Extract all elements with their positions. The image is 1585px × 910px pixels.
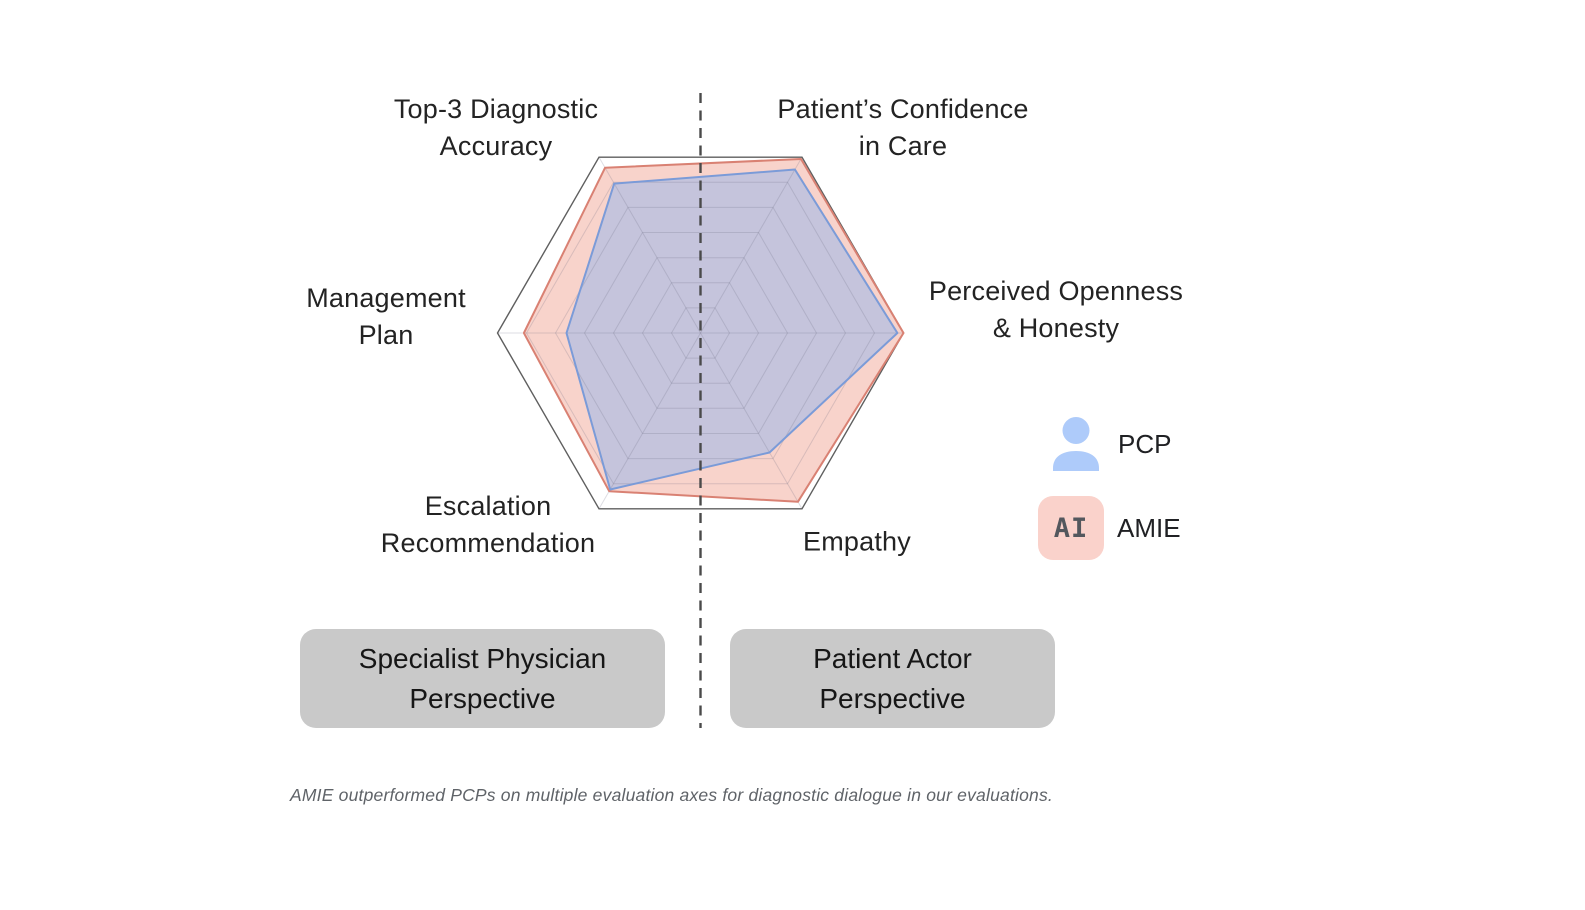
axis-label-line: Recommendation	[380, 528, 596, 558]
axis-label-perceived-openness: Perceived Openness & Honesty	[929, 273, 1183, 347]
axis-spoke	[598, 156, 701, 334]
axis-label-top3-diagnostic-accuracy: Top-3 Diagnostic Accuracy	[394, 91, 598, 165]
radar-outline	[496, 156, 905, 510]
axis-label-line: Plan	[358, 320, 414, 350]
grid-ring	[525, 181, 876, 485]
legend-item-amie: AI AMIE	[1038, 496, 1181, 560]
axis-label-management-plan: Management Plan	[306, 280, 466, 354]
perspective-box-line: Perspective	[819, 682, 966, 714]
axis-spoke	[598, 332, 701, 510]
axis-label-line: Patient’s Confidence	[777, 94, 1029, 124]
patient-actor-perspective-box: Patient Actor Perspective	[730, 629, 1055, 728]
axis-label-escalation-recommendation: Escalation Recommendation	[381, 488, 595, 562]
axis-label-line: Accuracy	[439, 131, 553, 161]
legend-item-pcp: PCP	[1052, 417, 1171, 471]
ai-badge-text: AI	[1053, 512, 1089, 544]
grid-ring	[583, 232, 818, 434]
series-amie-outline	[522, 158, 905, 503]
axis-label-line: Top-3 Diagnostic	[393, 94, 599, 124]
axis-label-patients-confidence: Patient’s Confidence in Care	[777, 91, 1028, 165]
legend-label-pcp: PCP	[1118, 428, 1172, 459]
axis-spoke	[700, 332, 803, 510]
perspective-box-line: Perspective	[409, 682, 556, 714]
series-pcp-outline	[565, 168, 899, 491]
axis-label-line: & Honesty	[992, 313, 1120, 343]
axis-label-line: Empathy	[803, 526, 911, 557]
perspective-box-line: Specialist Physician	[358, 642, 607, 674]
specialist-physician-perspective-box: Specialist Physician Perspective	[300, 629, 665, 728]
grid-ring	[641, 282, 760, 384]
axis-label-empathy: Empathy	[803, 524, 911, 561]
person-icon	[1053, 417, 1099, 471]
grid-ring	[554, 206, 847, 460]
axis-label-line: Perceived Openness	[928, 276, 1184, 306]
axis-spoke	[700, 156, 803, 334]
grid-ring	[612, 257, 789, 409]
legend-label-amie: AMIE	[1117, 512, 1181, 543]
axis-label-line: Escalation	[424, 491, 552, 521]
series-pcp-area	[566, 169, 898, 490]
perspective-box-line: Patient Actor	[813, 642, 972, 674]
axis-label-line: in Care	[858, 131, 948, 161]
figure-caption: AMIE outperformed PCPs on multiple evalu…	[290, 785, 1053, 805]
ai-badge-icon: AI	[1038, 496, 1104, 560]
axis-label-line: Management	[306, 283, 466, 313]
grid-ring	[670, 307, 731, 359]
